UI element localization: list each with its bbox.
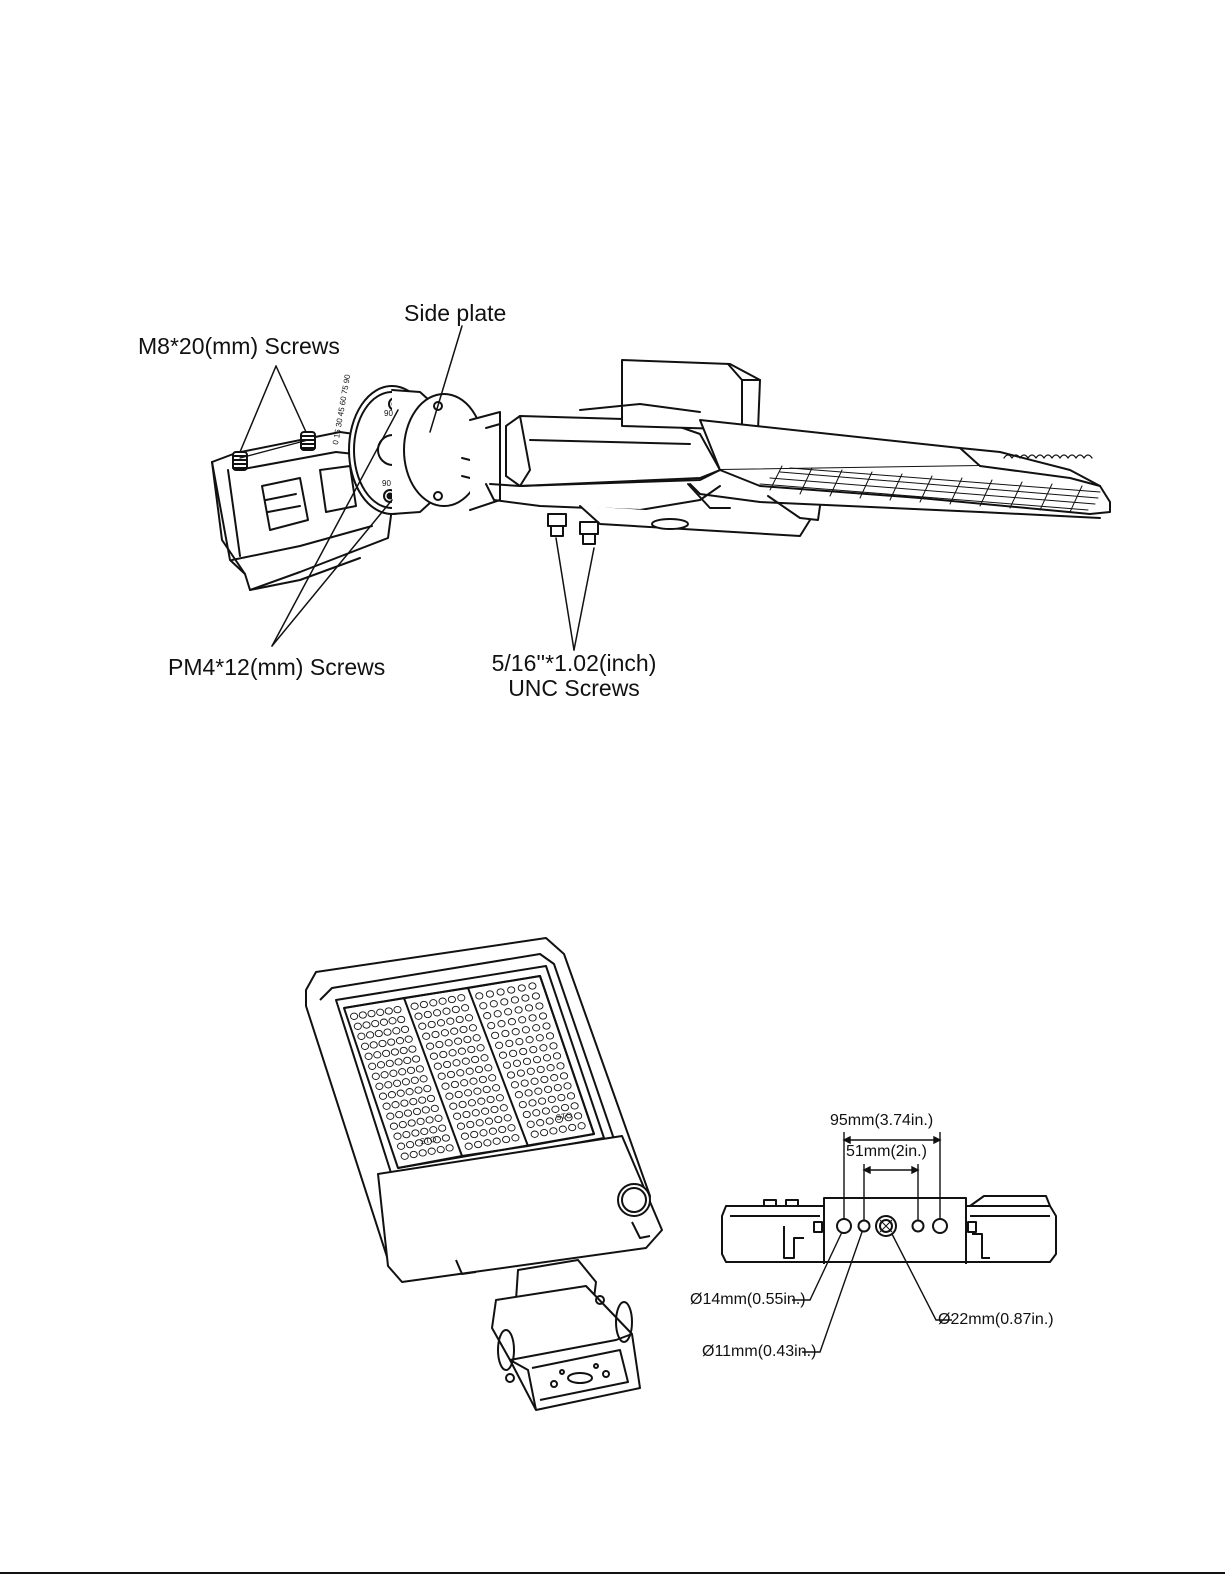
dim-95mm-label: 95mm(3.74in.) xyxy=(830,1113,933,1129)
hole-11mm-label: Ø11mm(0.43in.) xyxy=(702,1344,816,1360)
page-bottom-rule xyxy=(0,1572,1225,1574)
dial-mark-upper: 90 xyxy=(384,410,393,418)
unc-screw-right xyxy=(580,522,598,544)
pm4-screws-label: PM4*12(mm) Screws xyxy=(168,656,385,679)
fixture-front-view-drawing xyxy=(296,930,696,1425)
hole-14mm-label: Ø14mm(0.55in.) xyxy=(690,1292,806,1308)
unc-screw-left xyxy=(548,514,566,536)
m8-screws-label: M8*20(mm) Screws xyxy=(138,335,340,358)
m8-screw-left xyxy=(233,452,247,470)
hole-22mm-label: Ø22mm(0.87in.) xyxy=(938,1312,1054,1328)
unc-screws-label-line1: 5/16''*1.02(inch) xyxy=(476,652,672,675)
unc-screws-label-line2: UNC Screws xyxy=(476,677,672,700)
dial-mark-lower: 90 xyxy=(382,480,391,488)
dim-51mm-label: 51mm(2in.) xyxy=(846,1144,927,1160)
fixture-body xyxy=(486,360,1110,536)
unc-screws-label: 5/16''*1.02(inch) UNC Screws xyxy=(476,652,672,700)
side-plate-label: Side plate xyxy=(404,302,506,325)
